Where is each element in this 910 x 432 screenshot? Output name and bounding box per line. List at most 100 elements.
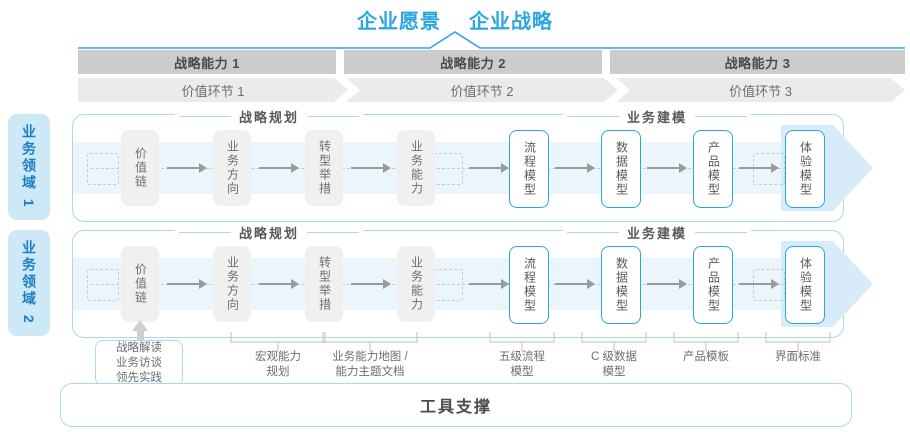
node-value-chain-2[interactable]: 价值链 (121, 246, 159, 322)
entry-arrow-stem (137, 330, 144, 340)
domain-label-2[interactable]: 业务领域 2 (8, 230, 50, 336)
tool-support-label: 工具支撑 (419, 399, 492, 416)
section-head-modeling-1: 业务建模 (563, 107, 752, 126)
arrow-shaft (555, 283, 587, 285)
node-value-chain-1[interactable]: 价值链 (121, 130, 159, 206)
section-line-right-icon (307, 231, 360, 234)
node-label: 业务能力 (409, 140, 424, 196)
node-product-model-1[interactable]: 产品模型 (693, 130, 733, 208)
page-title: 企业愿景 企业战略 (0, 4, 910, 34)
tool-support-box: 工具支撑 (60, 383, 852, 427)
node-product-model-2[interactable]: 产品模型 (693, 246, 733, 324)
value-chain-bar-2-label: 价值环节 2 (450, 83, 514, 99)
title-strategy: 企业战略 (469, 10, 553, 33)
node-label: 体验模型 (798, 141, 813, 197)
tool-entry-line-3: 领先实践 (116, 371, 162, 384)
section-head-planning-1: 战略规划 (175, 107, 364, 126)
tool-label-capability-map: 业务能力地图 / 能力主题文档 (332, 351, 408, 378)
flow-dash-node-start-2 (87, 269, 119, 301)
arrow-2-5 (647, 279, 687, 289)
arrow-1-bridge (469, 163, 509, 173)
arrow-1-6 (739, 163, 779, 173)
tool-label-macro-capability: 宏观能力 规划 (255, 351, 301, 378)
node-experience-model-2[interactable]: 体验模型 (785, 246, 825, 324)
arrow-2-4 (555, 279, 595, 289)
arrow-head-icon (199, 279, 207, 289)
tool-label-process-model: 五级流程 模型 (499, 351, 545, 378)
capability-bar-3-label: 战略能力 3 (724, 55, 791, 71)
section-line-right-icon (307, 115, 360, 118)
arrow-shaft (167, 167, 199, 169)
node-label: 数据模型 (614, 141, 629, 197)
section-head-modeling-2-label: 业务建模 (627, 226, 688, 241)
arrow-shaft (351, 283, 383, 285)
tool-entry-box[interactable]: 战略解读 业务访谈 领先实践 (95, 340, 183, 386)
capability-bar-1[interactable]: 战略能力 1 (78, 50, 336, 74)
node-data-model-2[interactable]: 数据模型 (601, 246, 641, 324)
section-line-left-icon (567, 115, 619, 118)
arrow-1-1 (167, 163, 207, 173)
tool-entry-line-2: 业务访谈 (116, 356, 162, 369)
section-line-left-icon (179, 115, 231, 118)
arrow-shaft (469, 283, 501, 285)
flow-dash-node-mid-1 (431, 153, 463, 185)
arrow-1-4 (555, 163, 595, 173)
arrow-1-2 (259, 163, 299, 173)
node-label: 流程模型 (522, 141, 537, 197)
node-transformation-1[interactable]: 转型举措 (305, 130, 343, 206)
arrow-2-bridge (469, 279, 509, 289)
arrow-shaft (259, 167, 291, 169)
arrow-head-icon (291, 163, 299, 173)
node-process-model-1[interactable]: 流程模型 (509, 130, 549, 208)
arrow-shaft (167, 283, 199, 285)
value-chain-bar-1[interactable]: 价值环节 1 (78, 78, 348, 102)
node-label: 产品模型 (706, 141, 721, 197)
capability-bar-1-label: 战略能力 1 (174, 55, 240, 71)
section-head-modeling-1-label: 业务建模 (627, 110, 688, 125)
section-line-right-icon (695, 231, 748, 234)
capability-bar-2[interactable]: 战略能力 2 (344, 50, 602, 74)
node-business-capability-1[interactable]: 业务能力 (397, 130, 435, 206)
entry-arrow-up-icon (132, 320, 148, 331)
arrow-shaft (647, 167, 679, 169)
value-chain-bar-1-label: 价值环节 1 (181, 83, 245, 99)
section-head-planning-2: 战略规划 (175, 223, 364, 242)
section-line-left-icon (567, 231, 619, 234)
arrow-shaft (351, 167, 383, 169)
arrow-head-icon (291, 279, 299, 289)
node-business-direction-2[interactable]: 业务方向 (213, 246, 251, 322)
arrow-shaft (259, 283, 291, 285)
node-label: 体验模型 (798, 257, 813, 313)
tooling-brackets (230, 332, 831, 352)
value-chain-bar-3[interactable]: 价值环节 3 (616, 78, 905, 102)
node-business-capability-2[interactable]: 业务能力 (397, 246, 435, 322)
arrow-shaft (647, 283, 679, 285)
node-label: 产品模型 (706, 257, 721, 313)
node-experience-model-1[interactable]: 体验模型 (785, 130, 825, 208)
arrow-head-icon (587, 279, 595, 289)
flow-dash-node-end-1 (753, 153, 785, 185)
flow-dash-node-start-1 (87, 153, 119, 185)
arrow-head-icon (679, 279, 687, 289)
node-label: 价值链 (133, 263, 148, 305)
node-label: 转型举措 (317, 140, 332, 196)
tool-label-ui-standard: 界面标准 (775, 351, 821, 363)
arrow-head-icon (771, 163, 779, 173)
node-data-model-1[interactable]: 数据模型 (601, 130, 641, 208)
value-chain-bar-2[interactable]: 价值环节 2 (346, 78, 618, 102)
domain-row-2: 战略规划 业务建模 价值链 业务方向 转型举措 业务能力 流程模型 (72, 223, 873, 338)
node-label: 业务方向 (225, 140, 240, 196)
node-label: 业务能力 (409, 256, 424, 312)
node-business-direction-1[interactable]: 业务方向 (213, 130, 251, 206)
flow-dash-node-end-2 (753, 269, 785, 301)
tool-label-product-template: 产品模板 (683, 351, 729, 363)
node-transformation-2[interactable]: 转型举措 (305, 246, 343, 322)
title-vision: 企业愿景 (357, 10, 441, 33)
capability-bar-3[interactable]: 战略能力 3 (610, 50, 905, 74)
arrow-head-icon (771, 279, 779, 289)
section-head-planning-1-label: 战略规划 (239, 110, 300, 125)
domain-label-1[interactable]: 业务领域 1 (8, 114, 50, 220)
node-process-model-2[interactable]: 流程模型 (509, 246, 549, 324)
node-label: 流程模型 (522, 257, 537, 313)
node-label: 价值链 (133, 147, 148, 189)
